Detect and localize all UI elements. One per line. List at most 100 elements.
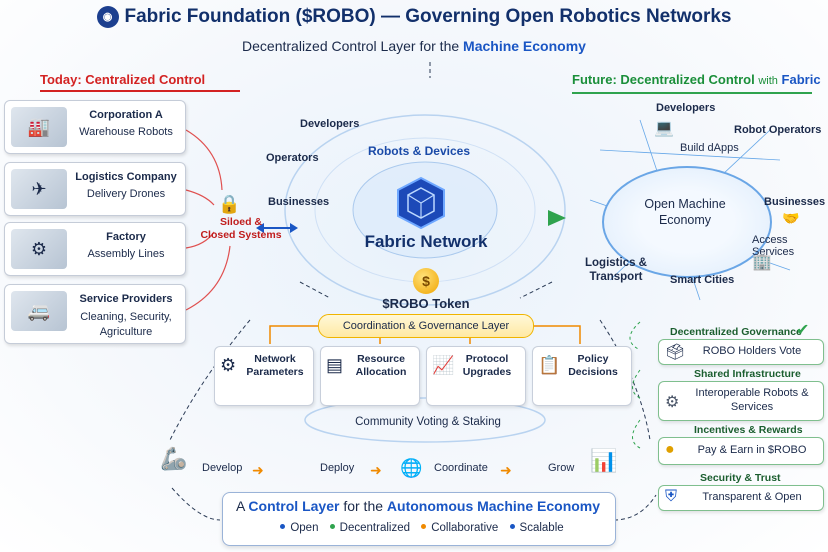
open-economy-label: Open Machine Economy xyxy=(620,196,750,228)
pillar-label: Network Parameters xyxy=(239,353,311,379)
shield-icon: ⛨ xyxy=(665,488,678,505)
pillar-policy-decisions: 📋 Policy Decisions xyxy=(532,346,632,406)
server-icon: ▤ xyxy=(326,355,344,375)
flow-step-develop: Develop xyxy=(202,462,243,474)
subtitle-highlight: Machine Economy xyxy=(463,38,586,54)
growth-chart-icon: 📊 xyxy=(590,448,618,473)
robot-operators-label: Robot Operators xyxy=(734,124,822,136)
pillar-line2: Upgrades xyxy=(462,366,512,378)
tag-decentralized: Decentralized xyxy=(339,522,410,534)
robot-logo-icon: ◉ xyxy=(96,6,119,28)
lock-icon: 🔒 xyxy=(218,194,241,214)
siloed-label: Siloed & Closed Systems xyxy=(196,216,286,242)
document-icon: 📋 xyxy=(538,355,561,375)
right-heading-with: with xyxy=(758,75,778,87)
factory-icon: ⚙ xyxy=(11,229,67,269)
developers-label: Developers xyxy=(300,118,360,130)
fabric-cube-icon xyxy=(397,176,445,230)
card-title: Factory xyxy=(106,231,146,243)
right-heading-underline xyxy=(572,92,812,94)
drone-icon: ✈ xyxy=(11,169,67,209)
globe-icon: 🌐 xyxy=(400,458,423,478)
card-security-trust: ⛨ Transparent & Open xyxy=(658,485,824,511)
banner-tags: Open Decentralized Collaborative Scalabl… xyxy=(222,522,614,534)
gov-card-title: Decentralized Governance xyxy=(670,326,802,338)
coordination-layer-badge: Coordination & Governance Layer xyxy=(318,314,534,338)
smart-cities-label: Smart Cities xyxy=(670,274,735,286)
pillar-label: Policy Decisions xyxy=(557,353,629,379)
siloed-line1: Siloed & xyxy=(219,216,262,228)
coins-icon: ● xyxy=(665,441,675,458)
left-card-factory: ⚙ Factory Assembly Lines xyxy=(4,222,186,276)
pillar-label: Protocol Upgrades xyxy=(451,353,523,379)
tag-dot xyxy=(509,524,515,530)
pillar-line1: Protocol xyxy=(465,353,509,365)
upgrade-icon: 📈 xyxy=(432,355,455,375)
right-heading: Future: Decentralized Control with Fabri… xyxy=(572,72,821,87)
infra-card-subtitle: Interoperable Robots & Services xyxy=(695,387,809,413)
laptop-icon: 💻 xyxy=(654,120,674,137)
pillar-line2: Decisions xyxy=(568,366,618,378)
banner-headline: A Control Layer for the Autonomous Machi… xyxy=(222,498,614,514)
right-businesses-label: Businesses xyxy=(764,196,826,208)
left-card-corporation: 🏭 Corporation A Warehouse Robots xyxy=(4,100,186,154)
flow-arrow-icon: ➜ xyxy=(252,462,264,478)
right-heading-prefix: Future: Decentralized Control xyxy=(572,72,759,87)
service-icon: 🚐 xyxy=(11,291,67,331)
subtitle-prefix: Decentralized Control Layer for the xyxy=(242,38,464,54)
vote-icon: 🗳 xyxy=(665,344,686,361)
pillar-line2: Allocation xyxy=(355,366,407,378)
card-title: Corporation A xyxy=(89,109,163,121)
open-economy-circle xyxy=(602,166,772,278)
flow-step-deploy: Deploy xyxy=(320,462,355,474)
security-card-subtitle: Transparent & Open xyxy=(702,491,802,503)
fabric-network-label: Fabric Network xyxy=(364,232,488,251)
open-economy-line2: Economy xyxy=(658,213,712,227)
flow-arrow-icon: ➜ xyxy=(500,462,512,478)
community-voting-label: Community Voting & Staking xyxy=(355,416,501,428)
build-dapps-label: Build dApps xyxy=(680,142,739,154)
operators-label: Operators xyxy=(266,152,319,164)
tag-dot xyxy=(280,524,286,530)
card-subtitle: Delivery Drones xyxy=(86,188,166,200)
tag-dot xyxy=(329,524,335,530)
tag-collaborative: Collaborative xyxy=(431,522,499,534)
left-card-service: 🚐 Service Providers Cleaning, Security, … xyxy=(4,284,186,344)
pillar-network-parameters: ⚙ Network Parameters xyxy=(214,346,314,406)
logistics-line1: Logistics & xyxy=(585,257,647,269)
card-title: Logistics Company xyxy=(75,171,177,183)
right-developers-label: Developers xyxy=(656,102,716,114)
flow-step-grow: Grow xyxy=(548,462,575,474)
gov-card-subtitle: ROBO Holders Vote xyxy=(702,345,802,357)
logistics-transport-label: Logistics & Transport xyxy=(578,256,654,284)
pillar-line1: Resource xyxy=(357,353,405,365)
title-text: Fabric Foundation ($ROBO) — Governing Op… xyxy=(124,6,732,28)
incentives-card-subtitle: Pay & Earn in $ROBO xyxy=(697,444,807,456)
flow-step-coordinate: Coordinate xyxy=(434,462,488,474)
left-card-logistics: ✈ Logistics Company Delivery Drones xyxy=(4,162,186,216)
tag-open: Open xyxy=(290,522,319,534)
banner-highlight-2: Autonomous Machine Economy xyxy=(386,498,601,514)
banner-highlight-1: Control Layer xyxy=(248,498,340,514)
page-subtitle: Decentralized Control Layer for the Mach… xyxy=(0,38,828,54)
tag-scalable: Scalable xyxy=(519,522,564,534)
card-incentives-rewards: ● Pay & Earn in $ROBO xyxy=(658,437,824,465)
incentives-card-title: Incentives & Rewards xyxy=(694,424,803,436)
tag-dot xyxy=(421,524,427,530)
banner-prefix: A xyxy=(235,498,249,514)
pillar-line1: Network xyxy=(254,353,296,365)
warehouse-icon: 🏭 xyxy=(11,107,67,147)
flow-arrow-icon: ➜ xyxy=(370,462,382,478)
security-card-title: Security & Trust xyxy=(700,472,781,484)
left-heading-underline xyxy=(40,90,240,92)
card-decentralized-governance: 🗳 ROBO Holders Vote xyxy=(658,339,824,365)
infra-card-title: Shared Infrastructure xyxy=(694,368,801,380)
pillar-resource-allocation: ▤ Resource Allocation xyxy=(320,346,420,406)
robots-devices-label: Robots & Devices xyxy=(367,144,471,158)
pillar-line1: Policy xyxy=(577,353,609,365)
open-economy-line1: Open Machine xyxy=(644,197,726,211)
banner-middle: for the xyxy=(339,498,387,514)
logistics-line2: Transport xyxy=(589,271,643,283)
access-services-label: Access Services xyxy=(752,234,795,258)
